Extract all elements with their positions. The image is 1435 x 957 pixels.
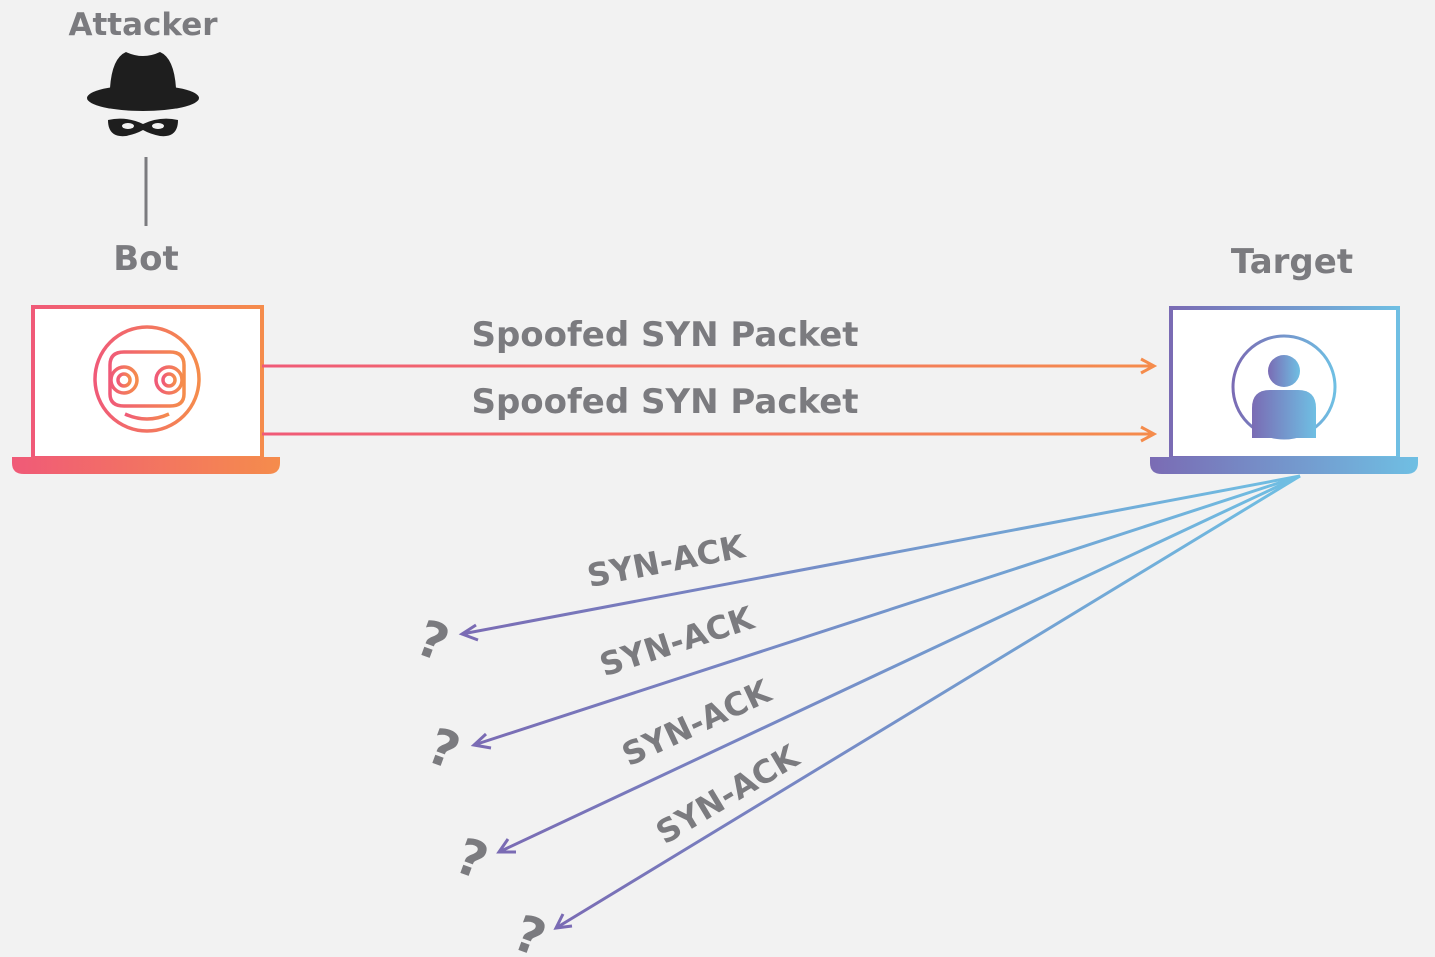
unknown-mark-3: ? bbox=[448, 827, 495, 891]
syn-arrow-1 bbox=[262, 357, 1158, 375]
user-avatar-icon bbox=[1231, 334, 1337, 440]
attacker-label: Attacker bbox=[68, 7, 218, 43]
synack-arrow-3 bbox=[496, 474, 1301, 854]
bot-laptop bbox=[12, 305, 280, 474]
bot-label: Bot bbox=[113, 239, 179, 279]
synack-arrow-4 bbox=[553, 474, 1301, 930]
unknown-mark-1: ? bbox=[409, 609, 456, 673]
spy-hat-icon bbox=[87, 52, 199, 137]
syn-label-2: Spoofed SYN Packet bbox=[471, 382, 858, 422]
unknown-mark-4: ? bbox=[506, 904, 553, 957]
robot-face-icon bbox=[93, 325, 201, 433]
synack-arrow-2 bbox=[470, 474, 1301, 750]
target-label: Target bbox=[1231, 242, 1353, 282]
syn-arrow-2 bbox=[262, 425, 1158, 443]
synack-arrow-1 bbox=[458, 474, 1301, 642]
unknown-mark-2: ? bbox=[420, 717, 467, 781]
synack-label-2: SYN-ACK bbox=[595, 598, 759, 684]
syn-label-1: Spoofed SYN Packet bbox=[471, 315, 858, 355]
